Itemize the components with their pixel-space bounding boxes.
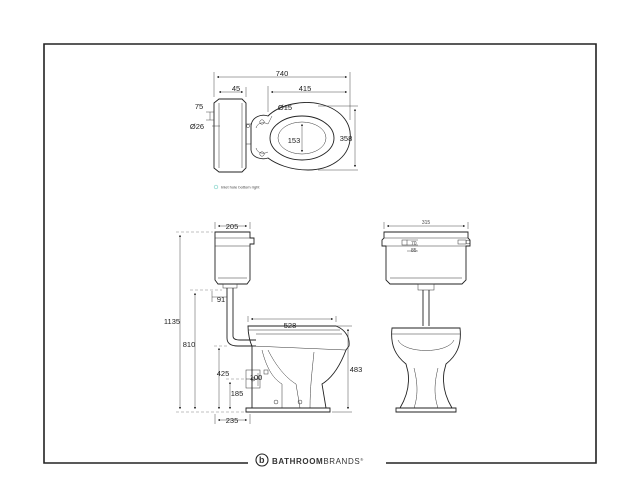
- side-view-flush-pipe: [226, 288, 256, 347]
- dim-75: 75: [195, 102, 203, 111]
- dim-pipe-offset: 91: [217, 295, 225, 304]
- side-view-dimensions: [176, 222, 352, 424]
- dim-70: 70: [411, 241, 417, 247]
- dim-85: 85: [411, 248, 417, 254]
- inlet-note: Inlet hole bottom right: [213, 184, 260, 190]
- dim-outlet-size: 100: [250, 373, 263, 382]
- dim-cistern-depth: 45: [232, 84, 240, 93]
- dim-diameter-26: Ø26: [190, 122, 204, 131]
- top-view: 740 45 415 75 Ø26 Ø15 153 358 Inlet hole…: [190, 69, 358, 190]
- front-view-dimensions: [383, 222, 469, 252]
- drawing-frame: [43, 43, 597, 464]
- dim-front-width: 315: [422, 220, 431, 226]
- dim-outlet-height: 425: [217, 369, 230, 378]
- brand-logo: b BATHROOMBRANDS®: [255, 453, 364, 467]
- top-view-cistern: [213, 98, 252, 173]
- brand-name: BATHROOMBRANDS®: [272, 457, 364, 466]
- dim-outlet-low: 185: [231, 389, 244, 398]
- front-view-cistern: [381, 231, 471, 285]
- note-marker-icon: [213, 184, 219, 190]
- front-view-flush-pipe: [417, 283, 435, 326]
- side-view: 205 91 1135 810 528 483 425 100 185 235: [164, 222, 362, 425]
- front-view-pan: [391, 327, 461, 413]
- dim-overall-width: 740: [276, 69, 289, 78]
- front-view: 315 70 85: [381, 220, 471, 413]
- inlet-note-text: Inlet hole bottom right: [221, 185, 260, 190]
- dim-cistern-bottom-height: 810: [183, 340, 196, 349]
- top-view-labels: 740 45 415 75 Ø26 Ø15 153 358: [190, 69, 352, 145]
- top-view-pan: [246, 102, 351, 171]
- dim-diameter-15: Ø15: [278, 103, 292, 112]
- dim-base-depth: 235: [226, 416, 239, 425]
- side-view-pan: [245, 325, 350, 413]
- brand-registered-mark: ®: [360, 457, 364, 462]
- brand-name-light: BRANDS: [323, 457, 360, 466]
- brand-logo-letter: b: [259, 455, 265, 465]
- dim-pan-height: 483: [350, 365, 363, 374]
- dim-cistern-width: 205: [226, 222, 239, 231]
- dim-pan-length: 528: [284, 321, 297, 330]
- top-view-dimensions: [206, 72, 358, 171]
- dim-overall-depth: 358: [340, 134, 353, 143]
- side-view-labels: 205 91 1135 810 528 483 425 100 185 235: [164, 222, 362, 425]
- dim-seat-length: 415: [299, 84, 312, 93]
- brand-logo-icon: [255, 453, 269, 467]
- brand-name-bold: BATHROOM: [272, 457, 323, 466]
- dim-total-height: 1135: [164, 317, 180, 326]
- front-view-labels: 315 70 85: [411, 220, 430, 254]
- dim-inner-153: 153: [288, 136, 301, 145]
- side-view-cistern: [214, 231, 255, 289]
